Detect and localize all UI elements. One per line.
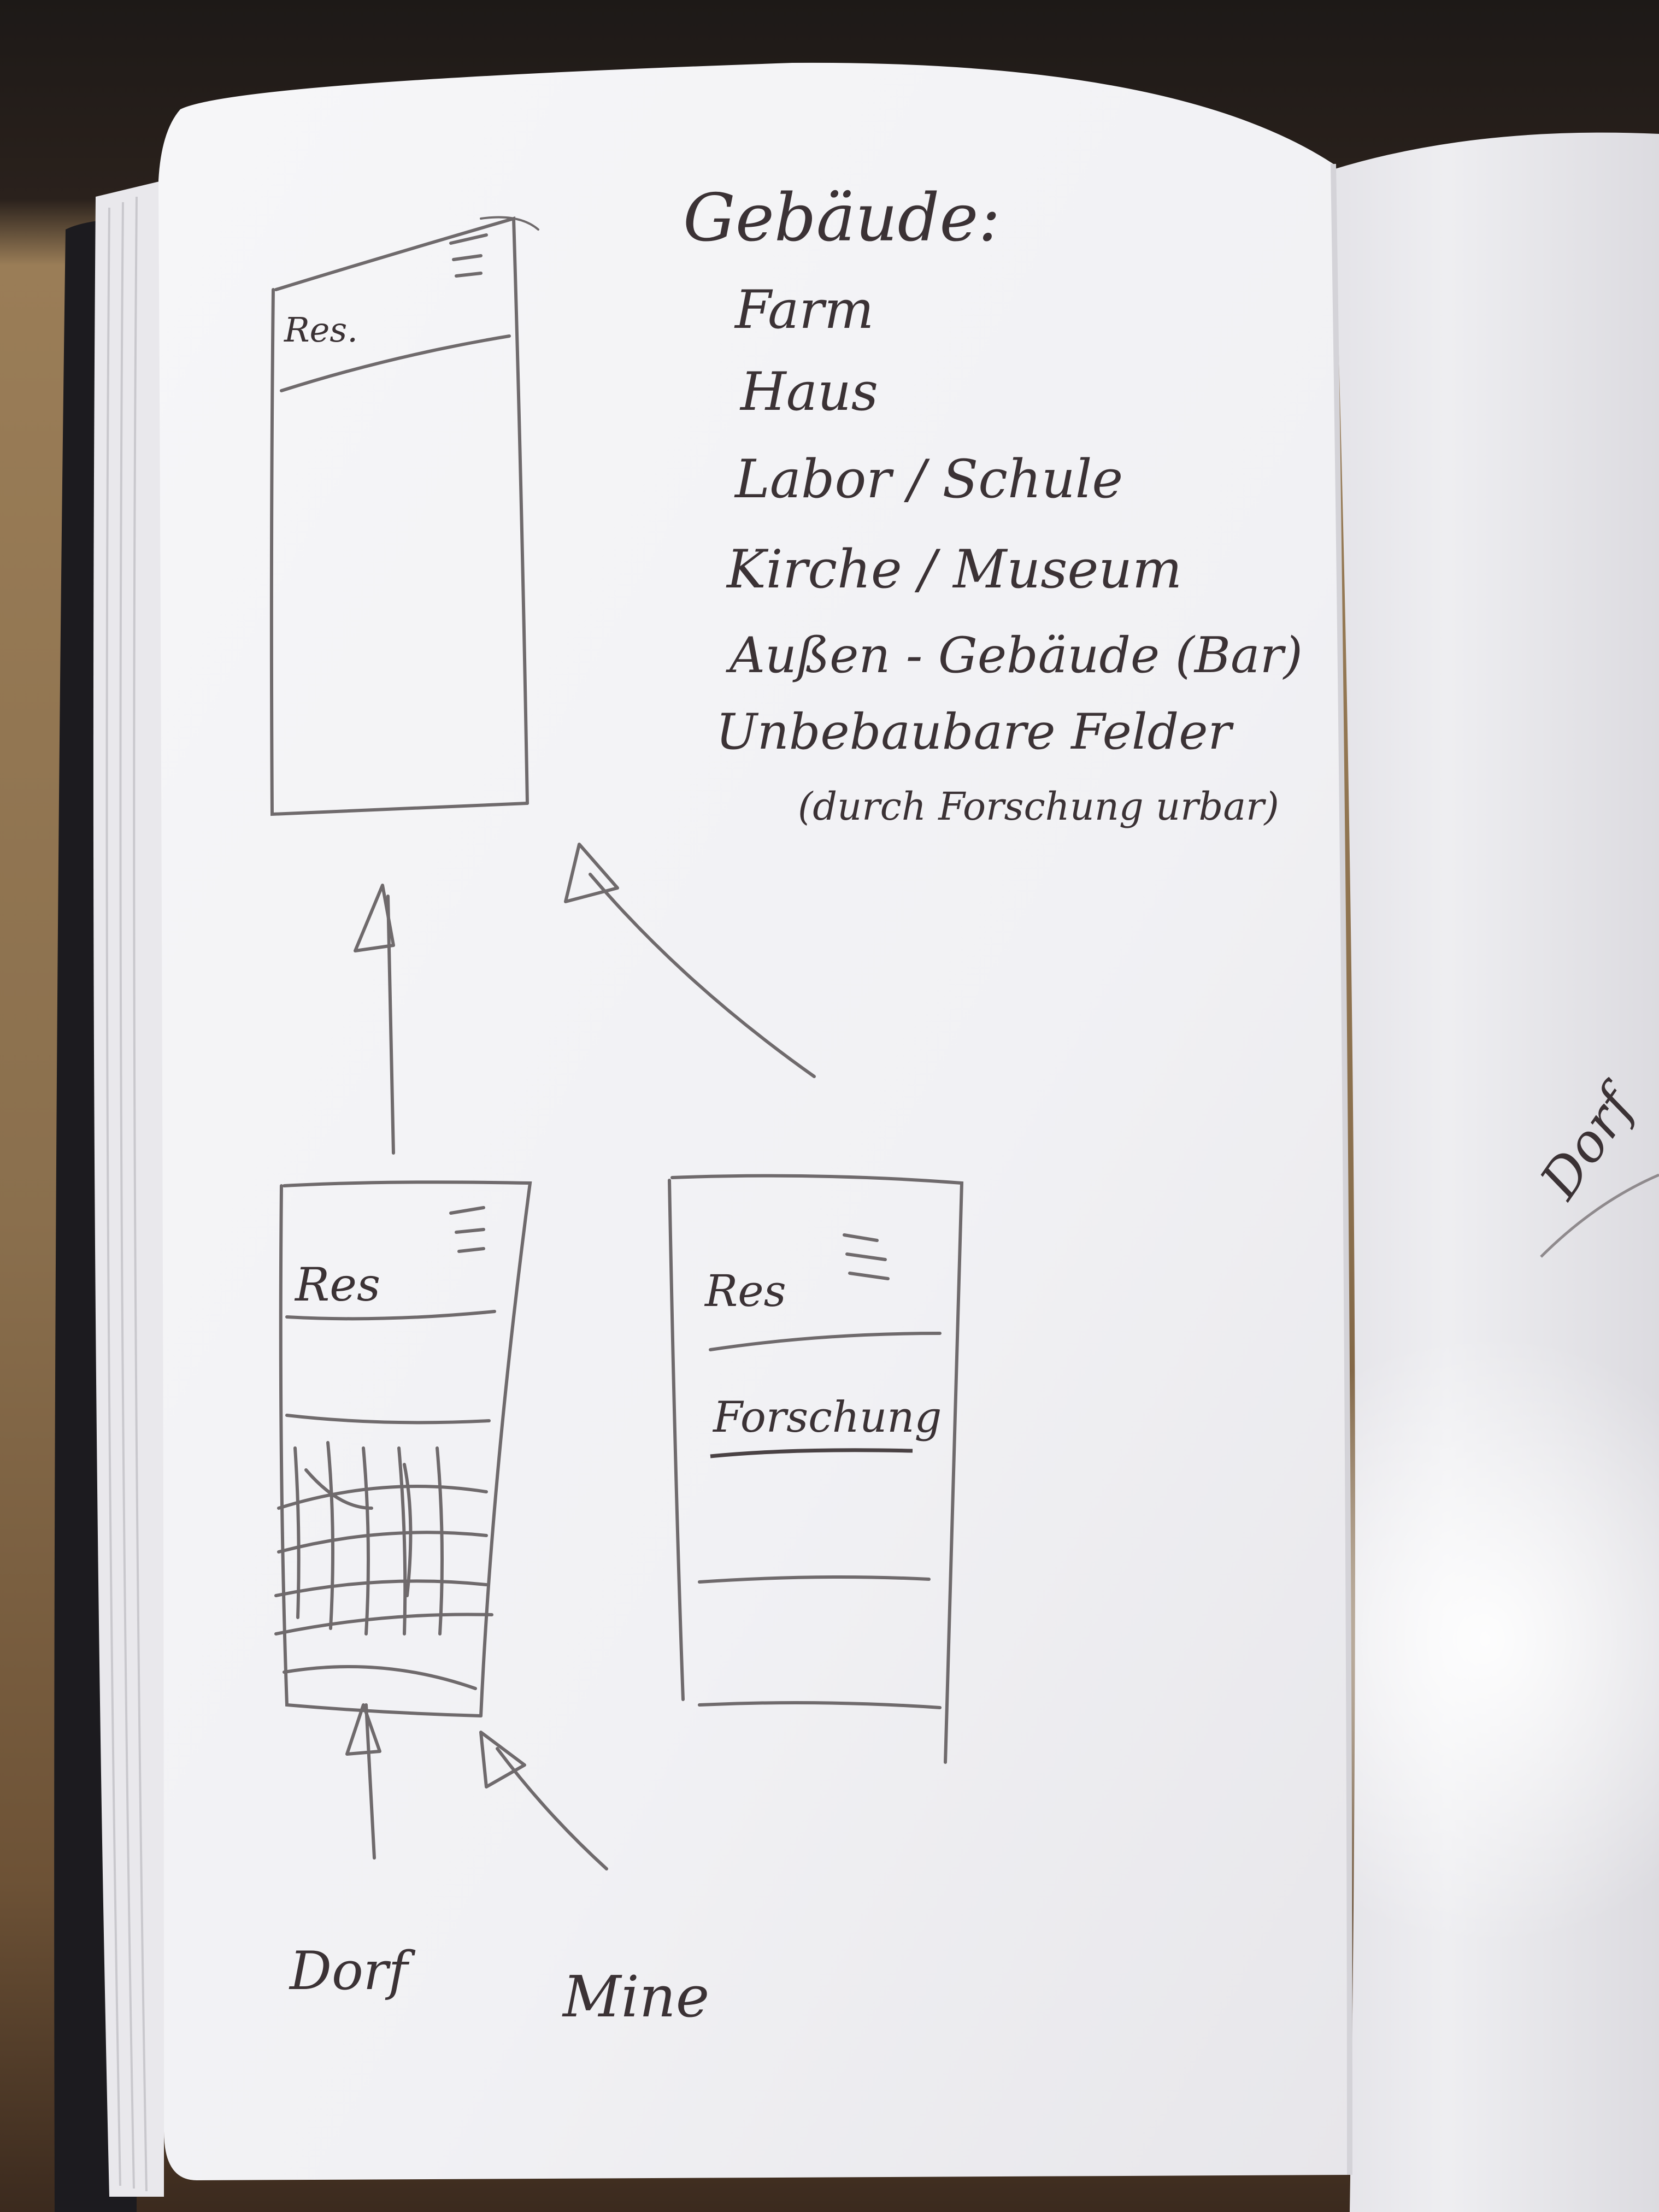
right-sketch-header: Res <box>704 1266 786 1316</box>
note-item: (durch Forschung urbar) <box>798 784 1279 829</box>
sketch-right-phone <box>668 1174 964 1764</box>
right-sketch-item: Forschung <box>712 1393 942 1442</box>
left-sketch-header: Res <box>294 1258 380 1311</box>
note-item: Kirche / Museum <box>726 539 1182 600</box>
label-mine: Mine <box>562 1963 709 2030</box>
note-item: Haus <box>739 361 878 422</box>
right-sketch-item-underline <box>710 1448 913 1458</box>
notes-heading: Gebäude: <box>683 180 1001 256</box>
note-item: Unbebaubare Felder <box>716 703 1234 761</box>
label-dorf: Dorf <box>289 1940 416 2002</box>
note-item: Außen - Gebäude (Bar) <box>726 627 1303 684</box>
top-sketch-header: Res. <box>284 310 358 350</box>
navigation-arrows <box>345 843 816 1870</box>
right-page-curve <box>1540 1173 1659 1258</box>
notes-list: Gebäude: Farm Haus Labor / Schule Kirche… <box>683 180 1303 829</box>
note-item: Farm <box>734 279 874 340</box>
page-stack <box>93 180 164 2197</box>
left-page <box>158 62 1350 2180</box>
map-grid-scribble <box>274 1441 493 1690</box>
sketch-top-phone <box>269 216 539 816</box>
sketch-left-phone <box>274 1180 532 1717</box>
note-item: Labor / Schule <box>734 449 1123 510</box>
